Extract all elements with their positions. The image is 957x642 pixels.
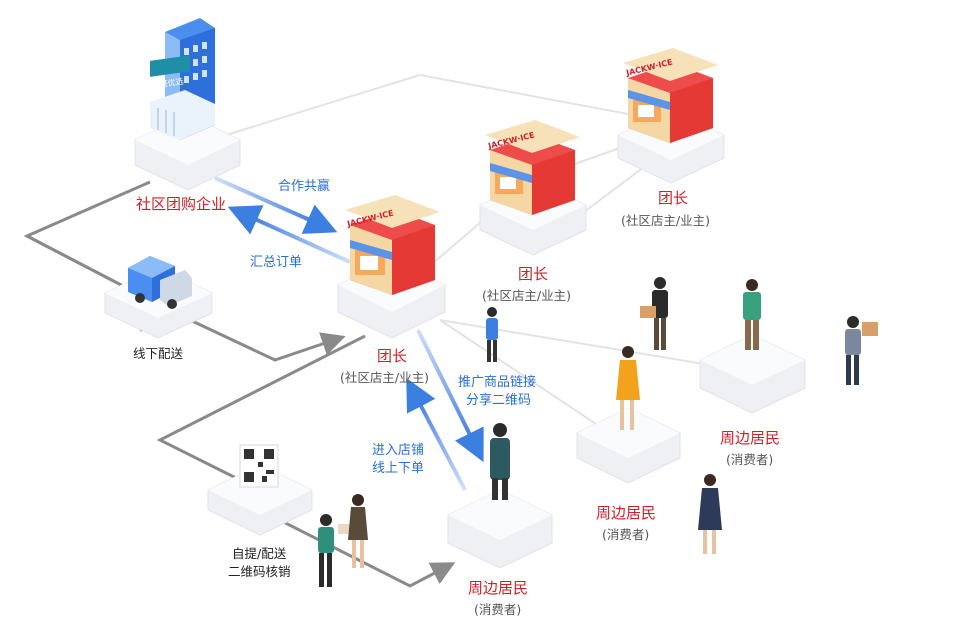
resident-right-platform [699,334,806,414]
resident-mid-label: 周边居民 [596,504,657,522]
leader-center-label: 团长 [377,347,408,365]
leader-top-sub: (社区店主/业主) [621,213,710,228]
resident-bottom-label: 周边居民 [468,579,529,597]
person-delivery-icon [845,316,878,385]
promote-line1: 推广商品链接 [458,375,537,390]
resident-mid-sub: (消费者) [602,527,650,542]
pickup-line2: 二维码核销 [228,564,291,579]
qr-platform [207,464,313,536]
resident-right-label: 周边居民 [720,429,781,447]
store-mid-icon [485,120,580,215]
pickup-line1: 自提/配送 [232,546,287,561]
enter-line2: 线上下单 [372,461,425,476]
resident-bottom-platform [447,489,553,569]
leader-center-sub: (社区店主/业主) [340,370,429,385]
person-green-shirt-icon [743,279,761,350]
person-carrying-box-icon [640,277,668,350]
store-center-icon [345,195,440,295]
promote-line2: 分享二维码 [466,393,532,408]
leader-mid-sub: (社区店主/业主) [482,288,571,303]
person-suit-icon [490,423,510,500]
resident-right-sub: (消费者) [726,452,774,467]
qr-code-icon [239,444,279,488]
pickup-people-icon [318,494,368,587]
resident-mid-platform [576,407,681,484]
resident-bottom-sub: (消费者) [474,602,522,617]
person-phone-icon [486,307,498,362]
person-navy-dress-icon [698,474,722,554]
summary-orders-label: 汇总订单 [250,255,303,270]
cooperate-label: 合作共赢 [278,179,331,194]
offline-delivery-label: 线下配送 [133,346,184,361]
enterprise-building-icon [150,18,215,140]
person-yellow-dress-icon [616,346,640,430]
platforms [104,109,806,569]
store-top-icon [623,48,718,143]
flow-arrows [214,176,484,491]
leader-top-label: 团长 [658,189,689,207]
leader-mid-label: 团长 [518,265,549,283]
truck-icon [128,256,192,309]
enterprise-label: 社区团购企业 [136,195,227,213]
enter-line1: 进入店铺 [372,443,425,458]
enterprise-sign: 兴盛优选 [151,76,184,90]
